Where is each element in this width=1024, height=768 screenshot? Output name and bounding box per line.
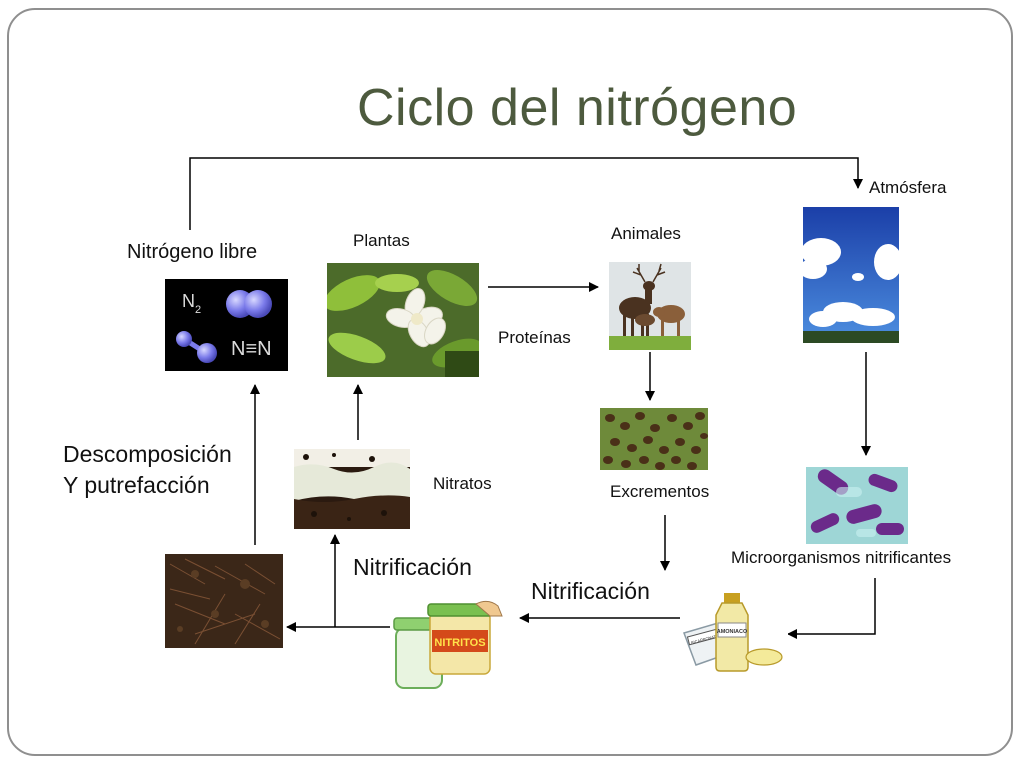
n2-molecule-image: N 2 N≡N <box>165 279 288 371</box>
svg-text:N: N <box>182 291 195 311</box>
svg-text:2: 2 <box>195 304 201 316</box>
label-nitrificacion-left: Nitrificación <box>353 554 472 580</box>
nitritos-jar-image: NITRITOS <box>390 598 509 694</box>
excrements-image <box>600 408 708 470</box>
microorganisms-image <box>806 467 908 544</box>
sky-atmosphere-image <box>803 207 899 343</box>
label-nitrificacion-right: Nitrificación <box>531 578 650 604</box>
label-plantas: Plantas <box>353 231 410 250</box>
label-microorganismos: Microorganismos nitrificantes <box>731 548 952 567</box>
soil-nitrates-image <box>294 449 410 529</box>
animals-deer-image <box>609 262 691 350</box>
diagram-title: Ciclo del nitrógeno <box>357 79 798 137</box>
arrow-nitrogeno-to-atmosfera <box>189 157 863 230</box>
label-descomposicion-line2: Y putrefacción <box>63 472 210 498</box>
slide-frame <box>7 8 1013 756</box>
ammonia-bottle-image: BICARBONATO AMONIACO <box>680 583 788 678</box>
label-descomposicion-line1: Descomposición <box>63 441 232 467</box>
label-atmosfera: Atmósfera <box>869 178 947 197</box>
arrow-microorganismos-to-amoniaco <box>787 578 876 639</box>
label-proteinas: Proteínas <box>498 328 571 347</box>
label-excrementos: Excrementos <box>610 482 710 501</box>
svg-text:AMONIACO: AMONIACO <box>717 629 748 635</box>
plant-flower-image <box>327 263 479 377</box>
label-nitratos: Nitratos <box>433 474 492 493</box>
svg-text:N≡N: N≡N <box>231 338 272 360</box>
decomposition-soil-image <box>165 554 283 648</box>
label-nitrogeno-libre: Nitrógeno libre <box>127 241 258 263</box>
svg-text:NITRITOS: NITRITOS <box>434 637 485 649</box>
label-animales: Animales <box>611 224 681 243</box>
